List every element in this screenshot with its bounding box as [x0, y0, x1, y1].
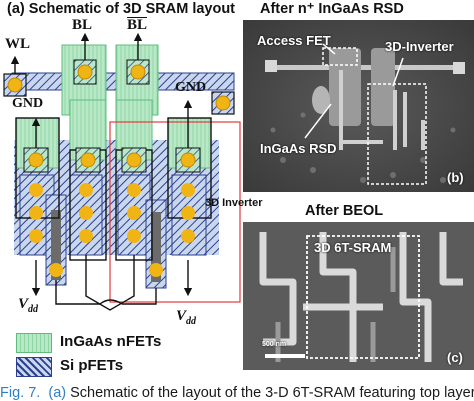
sram-label: 3D 6T-SRAM	[314, 240, 392, 255]
bl-label: BL	[72, 17, 93, 33]
panel-b-tag: (b)	[447, 170, 464, 185]
gnd-right-label: GND	[175, 80, 207, 95]
legend-swatch-pfet	[16, 357, 52, 377]
legend-swatch-nfet	[16, 333, 52, 353]
gate-gray-right	[151, 212, 161, 282]
inverter-box	[109, 121, 241, 303]
figure-caption: Fig. 7. (a) Schematic of the layout of t…	[0, 385, 474, 401]
legend-label-pfet: Si pFETs	[60, 357, 124, 374]
contact-gnd-right	[180, 152, 196, 168]
access-fet-label: Access FET	[257, 33, 331, 48]
contact-gnd-left	[28, 152, 44, 168]
inverter-label: 3D Inverter	[205, 197, 263, 209]
gate-gray-left	[51, 210, 61, 280]
vdd-right-label: Vdd	[176, 308, 197, 327]
blbar-label: BL	[127, 17, 148, 33]
contact-array	[29, 183, 195, 277]
caption-fig-number: Fig. 7.	[0, 385, 41, 401]
gnd-left-label: GND	[12, 96, 44, 111]
caption-text: Schematic of the layout of the 3-D 6T-SR…	[70, 385, 474, 401]
rsd-label: InGaAs RSD	[260, 141, 337, 156]
sem-bottom-title: After BEOL	[305, 203, 384, 219]
caption-panel: (a)	[48, 385, 67, 401]
scale-label: 500 nm	[262, 341, 287, 348]
sem-top-title: After n⁺ InGaAs RSD	[260, 1, 404, 17]
legend-label-nfet: InGaAs nFETs	[60, 333, 162, 350]
wl-label: WL	[5, 36, 31, 52]
schematic-title: (a) Schematic of 3D SRAM layout	[7, 1, 236, 17]
panel-c-tag: (c)	[447, 350, 463, 365]
inverter-sem-label: 3D-Inverter	[385, 39, 454, 54]
vdd-left-label: Vdd	[18, 296, 39, 315]
scale-bar	[265, 354, 305, 358]
sem-image-beol	[243, 222, 474, 370]
sem-image-rsd	[243, 20, 474, 192]
sram-schematic	[3, 32, 241, 311]
